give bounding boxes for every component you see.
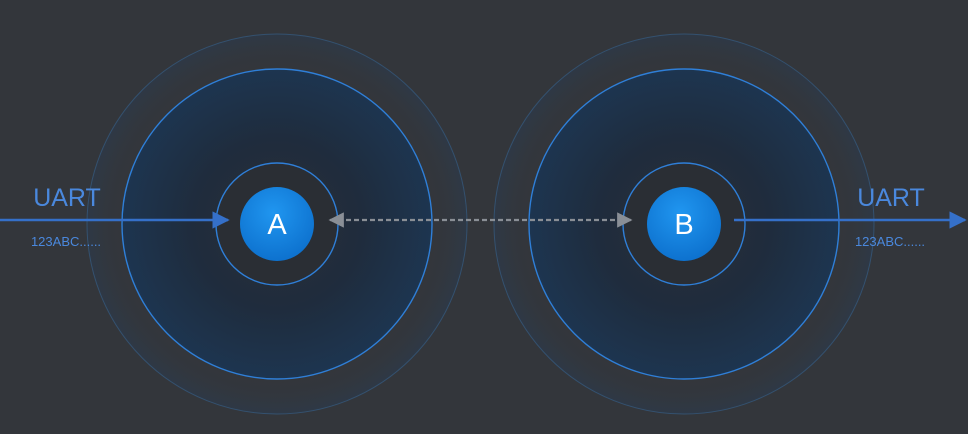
node-a-core[interactable] [240, 187, 314, 261]
node-b-label: B [674, 209, 693, 241]
right-uart-data: 123ABC...... [855, 234, 925, 249]
right-uart-title: UART [857, 184, 925, 212]
node-b-core[interactable] [647, 187, 721, 261]
node-a-group: A [86, 33, 468, 415]
left-uart-data: 123ABC...... [31, 234, 101, 249]
node-a-label: A [267, 209, 287, 241]
right-uart-port: UART 123ABC...... [734, 184, 967, 249]
left-uart-port: UART 123ABC...... [0, 184, 230, 249]
left-uart-title: UART [33, 184, 101, 212]
node-b-group: B [493, 33, 875, 415]
